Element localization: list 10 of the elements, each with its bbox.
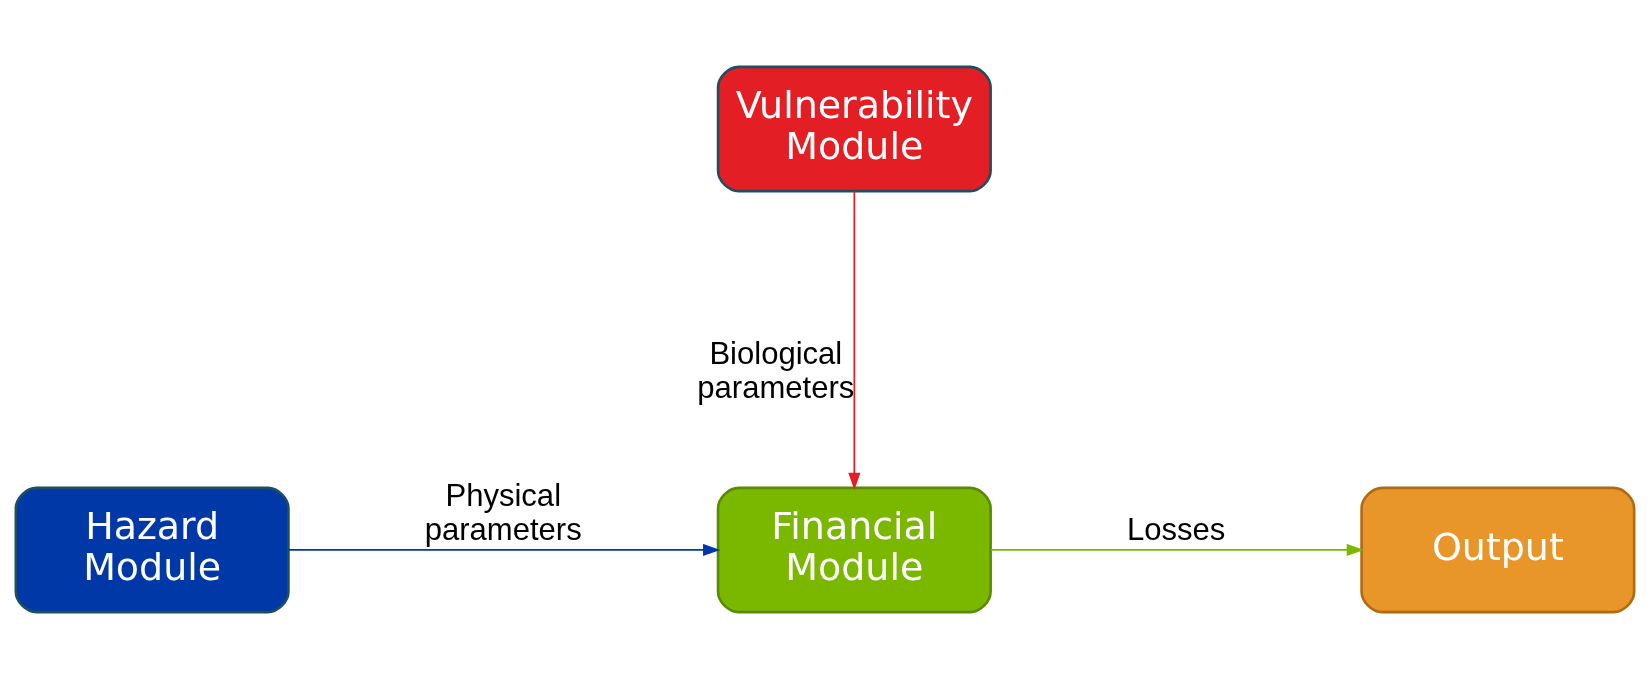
node-box: Output	[1360, 486, 1636, 614]
arrow	[848, 190, 861, 491]
node-box: Financial Module	[716, 486, 992, 614]
arrow	[990, 543, 1364, 557]
node-box: Hazard Module	[14, 486, 290, 614]
arrow	[287, 543, 721, 557]
edge-label: Losses	[1126, 512, 1226, 548]
edge-label: Physical parameters	[424, 477, 582, 548]
node-box: Vulnerability Module	[716, 65, 992, 193]
edge-label: Biological parameters	[697, 335, 855, 406]
